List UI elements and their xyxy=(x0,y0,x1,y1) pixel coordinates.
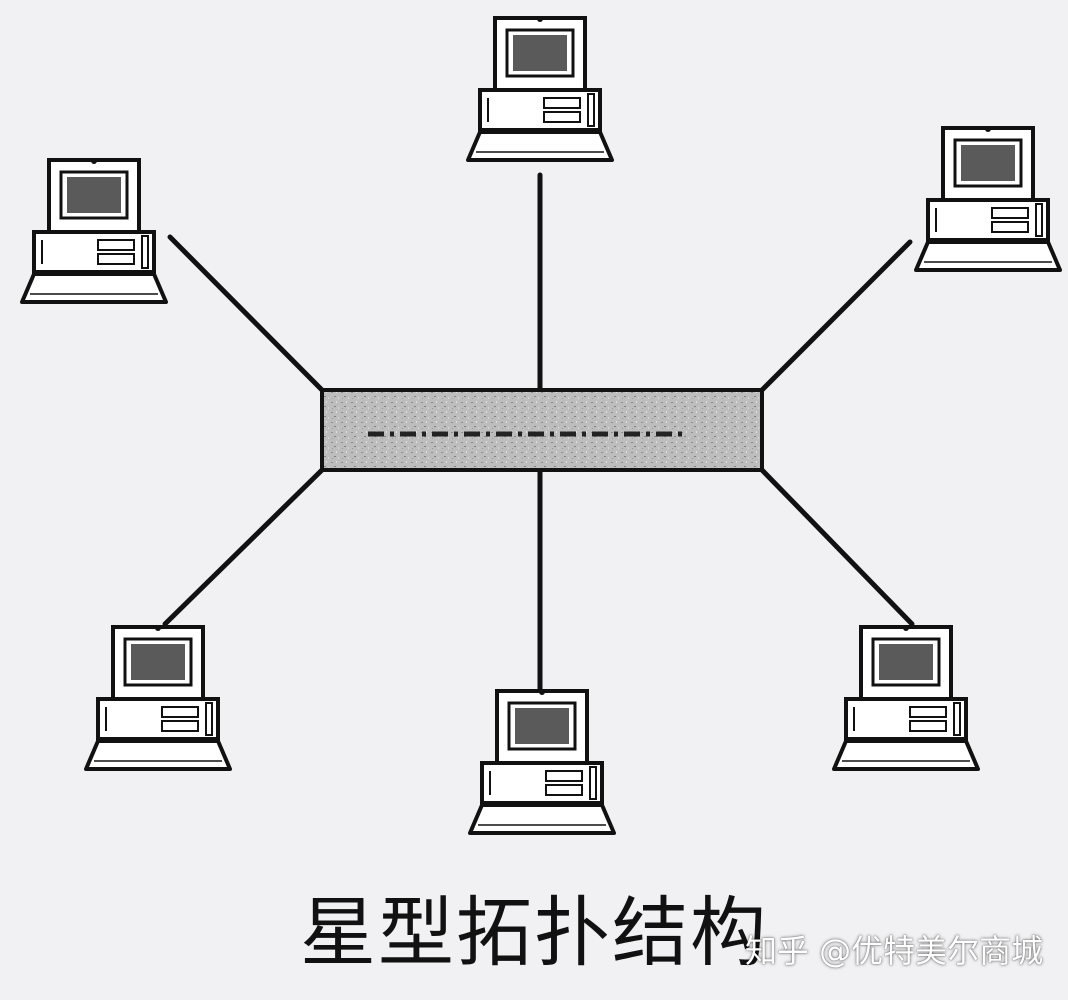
connection-lines xyxy=(162,172,915,697)
computer-icon-bottom-left xyxy=(84,623,232,771)
computer-icon-bottom xyxy=(468,687,616,835)
watermark-text: 知乎 @优特美尔商城 xyxy=(745,932,1044,970)
computer-icon-top xyxy=(466,14,614,162)
link-top-left xyxy=(167,234,325,393)
link-top-right xyxy=(759,239,913,393)
diagram-caption: 星型拓扑结构 xyxy=(300,888,768,977)
hub-icon xyxy=(320,388,764,472)
computer-icon-top-right xyxy=(914,124,1062,272)
link-bottom-right xyxy=(759,467,915,627)
computer-icon-bottom-right xyxy=(832,623,980,771)
computer-icon-top-left xyxy=(20,156,168,304)
link-bottom-left xyxy=(162,467,325,627)
